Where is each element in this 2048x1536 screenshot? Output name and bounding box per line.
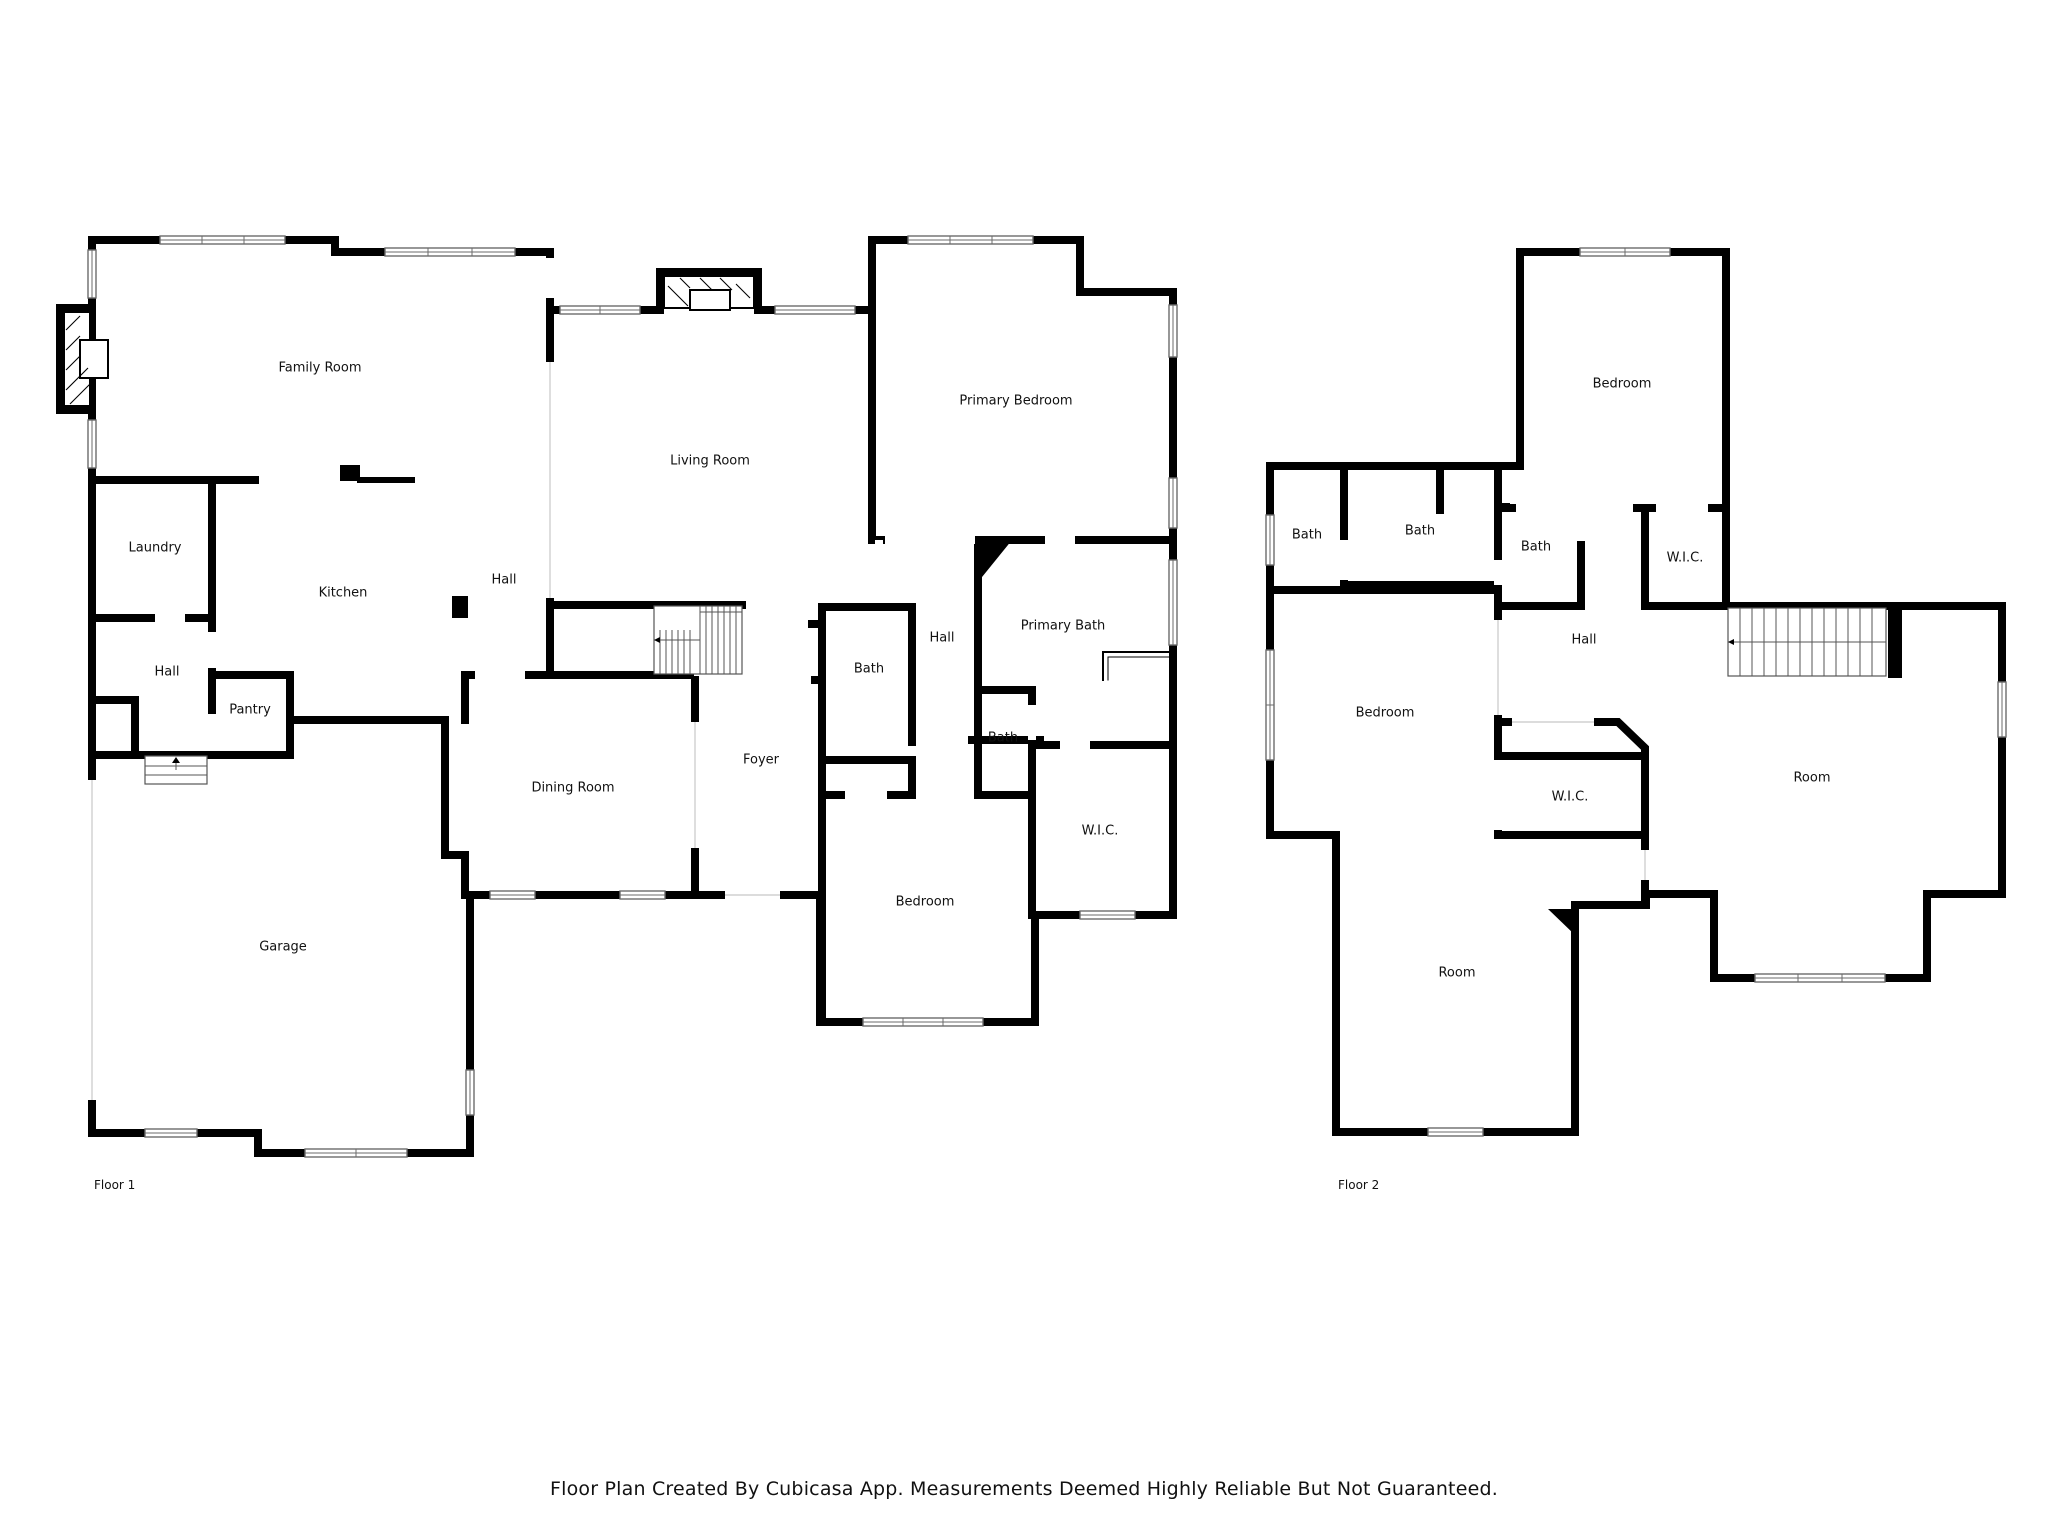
floor-2-interior-walls	[1266, 462, 1902, 935]
room-label-bath-1: Bath	[1292, 528, 1322, 543]
room-label-pantry: Pantry	[229, 703, 271, 718]
room-label-bath-small: Bath	[988, 731, 1018, 746]
room-label-bath-3: Bath	[1521, 540, 1551, 555]
room-label-bath-center: Bath	[854, 662, 884, 677]
floor-2-room-labels: Bedroom Bath Bath Bath W.I.C. Hall Bedro…	[1292, 377, 1831, 981]
floor-2-stairs	[1727, 607, 1887, 677]
floor-2-windows	[1265, 247, 2007, 1137]
room-label-wic: W.I.C.	[1082, 824, 1119, 839]
floor-1-room-labels: Family Room Living Room Primary Bedroom …	[129, 361, 1119, 955]
disclaimer-footer: Floor Plan Created By Cubicasa App. Meas…	[550, 1478, 1498, 1500]
room-label-dining-room: Dining Room	[531, 781, 614, 796]
room-label-hall-entry: Hall	[155, 665, 180, 680]
floor-1-fireplaces	[63, 275, 755, 407]
room-label-wic-mid: W.I.C.	[1552, 790, 1589, 805]
room-label-room-bottom: Room	[1438, 966, 1475, 981]
room-label-kitchen: Kitchen	[319, 586, 368, 601]
room-label-hall: Hall	[1572, 633, 1597, 648]
floor-1-plan: Family Room Living Room Primary Bedroom …	[56, 235, 1178, 1192]
room-label-primary-bath: Primary Bath	[1021, 619, 1106, 634]
room-label-laundry: Laundry	[129, 541, 182, 556]
room-label-bedroom-top: Bedroom	[1593, 377, 1652, 392]
floor-1-label: Floor 1	[94, 1178, 135, 1192]
floor-1-openings	[88, 258, 1090, 1100]
room-label-foyer: Foyer	[743, 753, 780, 768]
room-label-bedroom: Bedroom	[896, 895, 955, 910]
room-label-garage: Garage	[259, 940, 307, 955]
room-label-room-right: Room	[1793, 771, 1830, 786]
room-label-bath-2: Bath	[1405, 524, 1435, 539]
room-label-hall-kitchen: Hall	[492, 573, 517, 588]
floor-1-outer-walls	[56, 236, 1177, 1157]
floor-1-windows	[87, 235, 1178, 1158]
floor-2-label: Floor 2	[1338, 1178, 1379, 1192]
room-label-family-room: Family Room	[279, 361, 362, 376]
floor-1-interior-walls	[88, 306, 1177, 1026]
room-label-primary-bedroom: Primary Bedroom	[959, 394, 1072, 409]
room-label-bedroom-left: Bedroom	[1356, 706, 1415, 721]
floor-2-openings	[1340, 504, 1708, 880]
floor-2-plan: Bedroom Bath Bath Bath W.I.C. Hall Bedro…	[1265, 247, 2007, 1192]
floor-1-stairs	[144, 605, 743, 785]
room-label-living-room: Living Room	[670, 454, 750, 469]
room-label-wic-top: W.I.C.	[1667, 551, 1704, 566]
room-label-hall-center: Hall	[930, 631, 955, 646]
